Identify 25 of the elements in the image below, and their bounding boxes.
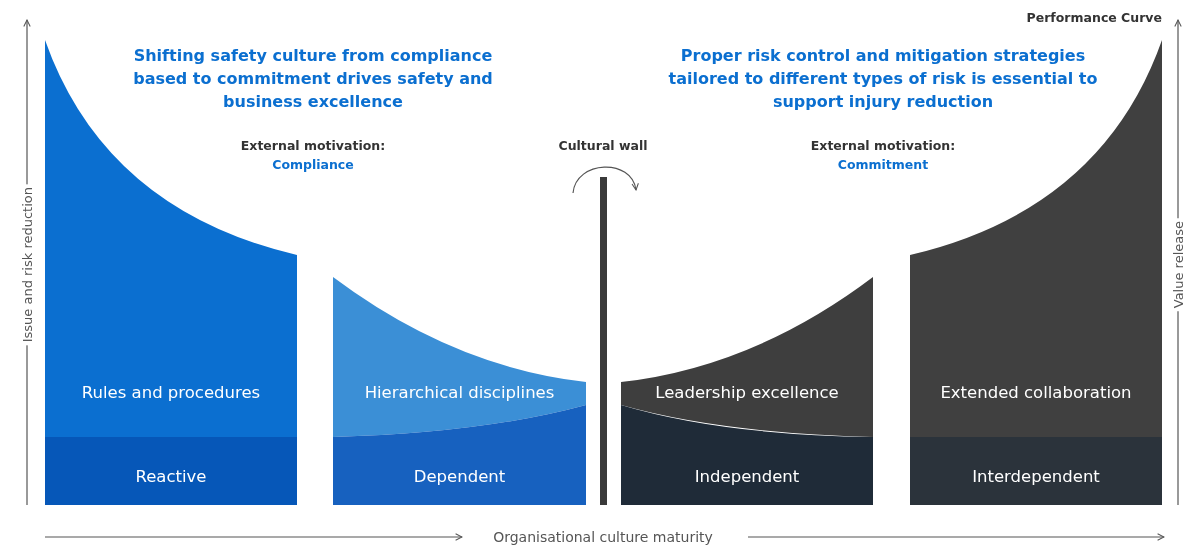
stage-band [333,405,586,505]
motivation-value: Commitment [837,157,929,172]
headline: Proper risk control and mitigation strategies tailored to different types of risk is essential to support injury reduction [667,45,1099,113]
motivation-heading: External motivation: [810,138,956,153]
axis-label: Issue and risk reduction [19,184,35,346]
stage-label: Leadership excellence [654,383,840,403]
headline: Shifting safety culture from compliance based to commitment drives safety and business excellence [133,45,493,113]
motivation-heading: External motivation: [240,138,386,153]
stage-label: Reactive [134,467,208,487]
motivation-value: Compliance [272,157,354,172]
stage-band [621,405,873,505]
stage-label: Extended collaboration [939,383,1133,403]
stage-band [910,437,1162,505]
stage-label: Hierarchical disciplines [363,383,556,403]
curve-area [333,277,586,437]
axis-label: Organisational culture maturity [493,529,713,545]
stage-label: Dependent [412,467,507,487]
stage-label: Interdependent [971,467,1101,487]
stage-label: Independent [693,467,801,487]
wall-label: Cultural wall [558,138,648,153]
stage-band [45,437,297,505]
axis-title: Performance Curve [1026,10,1162,25]
axis-label: Value release [1170,218,1186,312]
curve-area [621,277,873,437]
stage-label: Rules and procedures [80,383,262,403]
